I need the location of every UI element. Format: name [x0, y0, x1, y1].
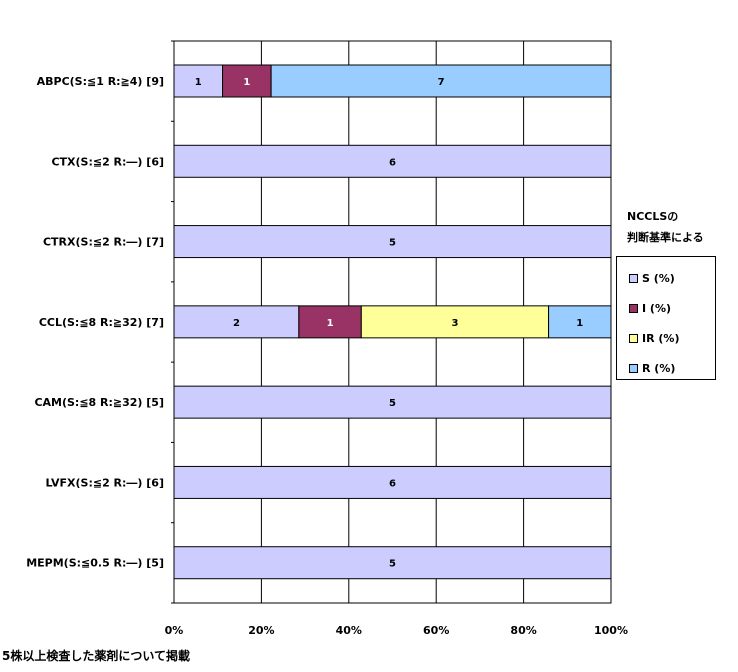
x-tick-label: 20% [248, 624, 274, 637]
bar-segment [173, 225, 612, 259]
data-label: 1 [195, 77, 202, 88]
bar-segment [173, 465, 612, 499]
bars: 1 1 7 6 5 2 1 3 1 5 6 5 [173, 64, 612, 580]
category-label: CTX(S:≦2 R:―) [6] [51, 155, 164, 168]
category-label: ABPC(S:≦1 R:≧4) [9] [37, 75, 164, 88]
data-label: 1 [327, 318, 334, 329]
legend-label: I (%) [642, 301, 671, 315]
bar-segment [173, 385, 612, 419]
legend-item: S (%) [629, 271, 675, 285]
legend-swatch [629, 363, 638, 373]
data-label: 5 [389, 238, 396, 249]
bar-segment [360, 305, 550, 339]
data-label: 3 [451, 318, 458, 329]
legend-title-line-2: 判断基準による [627, 231, 704, 244]
data-label: 5 [389, 398, 396, 409]
x-tick-labels: 0% 20% 40% 60% 80% 100% [165, 624, 628, 637]
bar-segment [173, 546, 612, 580]
category-label: CCL(S:≦8 R:≧32) [7] [39, 316, 164, 329]
data-label: 7 [438, 77, 445, 88]
x-tick-label: 40% [336, 624, 362, 637]
category-label: CTRX(S:≦2 R:―) [7] [43, 236, 164, 249]
legend-item: I (%) [629, 301, 671, 315]
category-labels: ABPC(S:≦1 R:≧4) [9] CTX(S:≦2 R:―) [6] CTRX… [26, 75, 164, 570]
legend-title: NCCLSの 判断基準による [627, 206, 704, 248]
bar-segment [173, 305, 300, 339]
category-label: MEPM(S:≦0.5 R:―) [5] [26, 557, 164, 570]
category-label: CAM(S:≦8 R:≧32) [5] [34, 396, 164, 409]
legend-item: R (%) [629, 361, 675, 375]
data-label: 5 [389, 559, 396, 570]
data-label: 2 [233, 318, 240, 329]
x-tick-label: 80% [510, 624, 536, 637]
legend-label: R (%) [642, 361, 676, 375]
data-label: 1 [243, 77, 250, 88]
bar-segment [298, 305, 362, 339]
legend: S (%) I (%) IR (%) R (%) [616, 256, 716, 380]
legend-swatch [629, 303, 638, 313]
data-label: 6 [389, 478, 396, 489]
legend-label: IR (%) [642, 331, 680, 345]
bar-segment [548, 305, 612, 339]
data-label: 1 [576, 318, 583, 329]
bar-segment [270, 64, 612, 98]
bar-segment [173, 144, 612, 178]
x-tick-label: 100% [594, 624, 628, 637]
legend-title-line-1: NCCLSの [627, 210, 679, 223]
x-tick-label: 60% [423, 624, 449, 637]
footnote: 5株以上検査した薬剤について掲載 [2, 649, 190, 663]
bar-segment [173, 64, 224, 98]
legend-swatch [629, 273, 638, 283]
data-label: 6 [389, 157, 396, 168]
legend-item: IR (%) [629, 331, 679, 345]
legend-swatch [629, 333, 638, 343]
x-tick-label: 0% [165, 624, 184, 637]
category-label: LVFX(S:≦2 R:―) [6] [46, 476, 165, 489]
legend-label: S (%) [642, 271, 675, 285]
